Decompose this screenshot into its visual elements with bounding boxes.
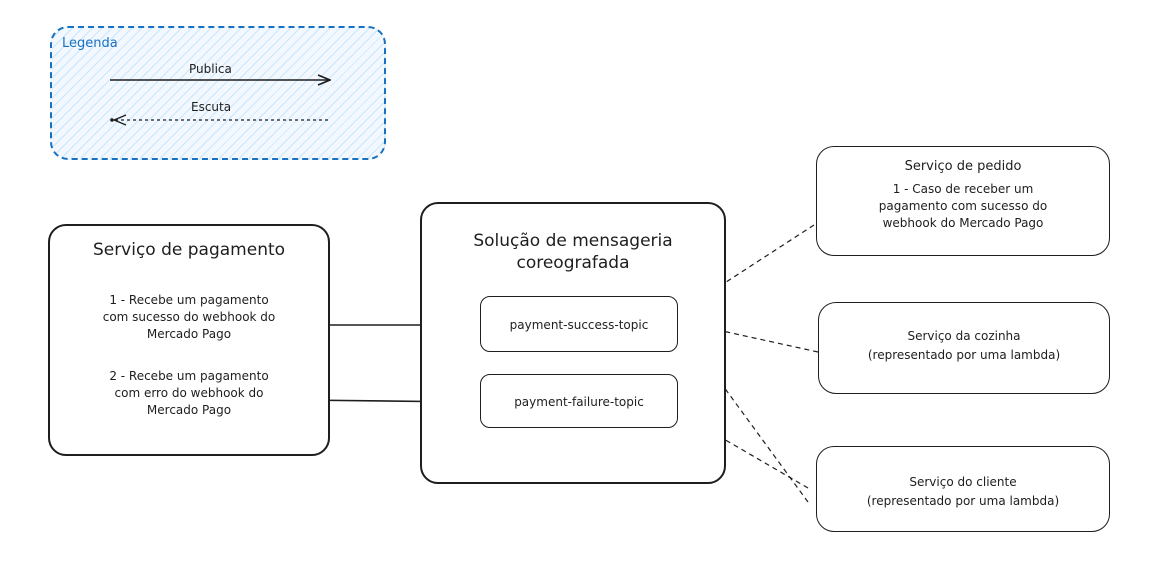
legend-listen-label: Escuta — [191, 100, 232, 114]
payment-service-item-1: 1 - Recebe um pagamento com sucesso do w… — [102, 293, 276, 341]
listen-arrow-client-success — [688, 338, 809, 503]
kitchen-service-desc: (representado por uma lambda) — [867, 348, 1061, 362]
order-service-title: Serviço de pedido — [904, 159, 1022, 174]
payment-service-title: Serviço de pagamento — [92, 240, 286, 260]
payment-service-box: Serviço de pagamento 1 - Recebe um pagam… — [48, 224, 330, 456]
payment-success-topic: payment-success-topic — [480, 296, 678, 352]
client-service-desc: (representado por uma lambda) — [866, 494, 1060, 508]
order-service-box: Serviço de pedido 1 - Caso de receber um… — [816, 146, 1110, 256]
order-service-desc: 1 - Caso de receber um pagamento com suc… — [878, 182, 1048, 230]
kitchen-service-title: Serviço da cozinha — [907, 329, 1021, 343]
payment-service-item-2: 2 - Recebe um pagamento com erro do webh… — [109, 369, 269, 417]
legend-box: Legenda Publica Escuta — [50, 26, 386, 160]
client-service-box: Serviço do cliente (representado por uma… — [816, 446, 1110, 532]
legend-title: Legenda — [62, 36, 118, 51]
messaging-solution-title: Solução de mensageria coreografada — [473, 231, 673, 273]
legend-arrow-samples — [110, 28, 388, 162]
client-service-title: Serviço do cliente — [909, 475, 1017, 489]
payment-failure-topic: payment-failure-topic — [480, 374, 678, 428]
kitchen-service-box: Serviço da cozinha (representado por uma… — [818, 302, 1110, 394]
legend-listen-dot — [110, 118, 114, 122]
legend-publish-label: Publica — [189, 62, 232, 76]
